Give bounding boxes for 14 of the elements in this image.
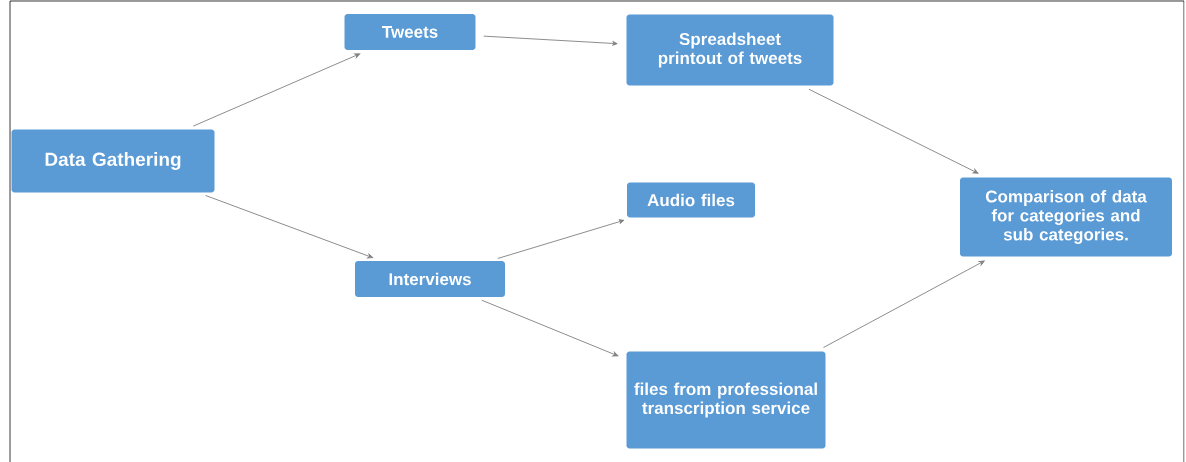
process-box: Data Gathering xyxy=(11,129,215,193)
arrow xyxy=(823,260,985,348)
process-box: Spreadsheet printout of tweets xyxy=(626,14,834,86)
arrow xyxy=(497,219,625,259)
arrow xyxy=(205,195,374,259)
process-box: Interviews xyxy=(355,261,505,297)
process-box: Comparison of data for categories and sub categories. xyxy=(960,177,1172,257)
arrow xyxy=(808,88,979,174)
arrow xyxy=(483,35,618,46)
arrow xyxy=(481,299,619,357)
process-box: files from professional transcription service xyxy=(626,351,826,449)
process-box: Tweets xyxy=(344,14,476,50)
arrow xyxy=(192,53,361,127)
process-box: Audio files xyxy=(627,182,755,218)
